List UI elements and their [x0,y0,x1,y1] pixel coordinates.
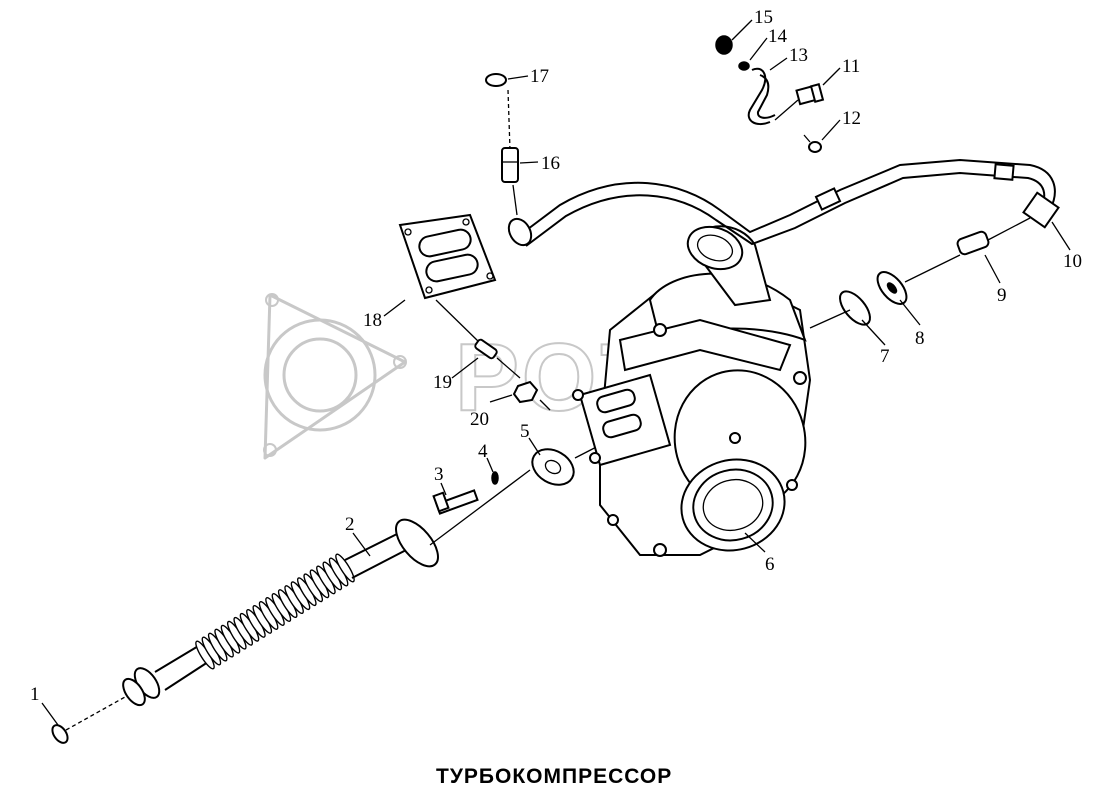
callout-19: 19 [433,372,452,393]
callout-17: 17 [530,66,549,87]
fitting-16 [501,147,519,183]
callout-16: 16 [541,153,560,174]
callout-4: 4 [478,441,488,462]
callout-18: 18 [363,310,382,331]
callout-8: 8 [915,328,925,349]
fitting-11 [795,83,825,106]
callout-11: 11 [842,56,860,77]
callout-12: 12 [842,108,861,129]
callout-14: 14 [768,26,788,47]
callout-10: 10 [1063,251,1082,272]
nut-15 [715,35,733,55]
callout-labels: 1 2 3 4 5 6 7 8 9 10 11 12 13 14 15 16 1… [30,7,1082,705]
elbow-tube-13 [747,67,799,126]
washer-4 [491,471,499,485]
gasket-7 [839,290,871,326]
gasket-8 [876,271,908,305]
callout-13: 13 [789,45,808,66]
bolt-12 [803,134,822,153]
washer-14 [738,61,750,71]
nut-20 [512,380,551,411]
leader-lines [41,19,1071,726]
callout-6: 6 [765,554,775,575]
bolt-3 [432,489,479,515]
gasket-5 [429,439,611,546]
callout-7: 7 [880,346,890,367]
callout-9: 9 [997,285,1007,306]
turbocharger-body [572,225,812,557]
callout-3: 3 [434,464,444,485]
diagram-title: ТУРБОКОМПРЕССОР [436,765,672,788]
callout-20: 20 [470,409,489,430]
washer-1 [51,696,126,744]
oil-supply-line [507,89,1056,247]
washer-17 [485,73,507,87]
stud-19 [474,338,521,379]
connector-9 [956,230,990,256]
callout-5: 5 [520,421,530,442]
callout-1: 1 [30,684,40,705]
gasket-18 [398,213,497,344]
callout-15: 15 [754,7,773,28]
callout-2: 2 [345,514,355,535]
drain-pipe [122,518,439,707]
elbow-fitting-10 [1022,191,1060,229]
